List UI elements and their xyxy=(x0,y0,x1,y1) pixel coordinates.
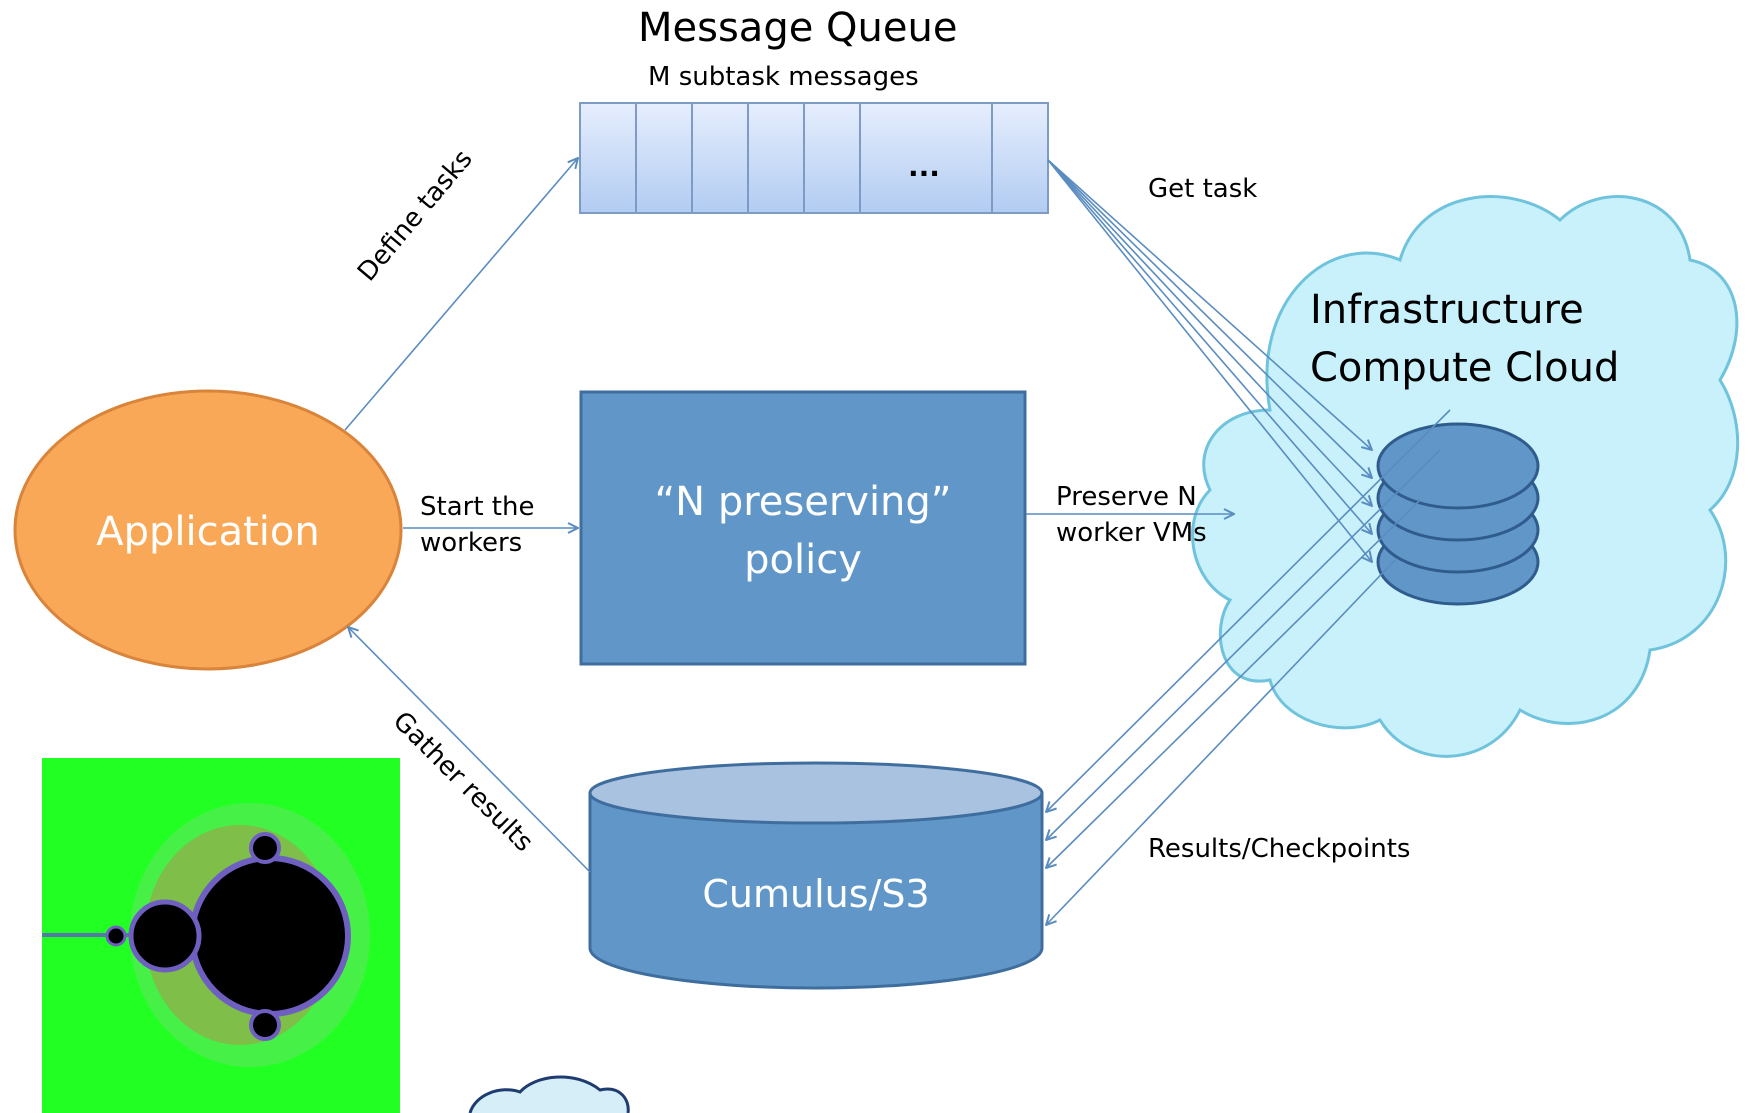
storage-label: Cumulus/S3 xyxy=(702,872,930,916)
application-node xyxy=(13,389,403,671)
gather-results-arrow xyxy=(348,627,591,873)
queue-title: Message Queue xyxy=(638,5,958,51)
storage-cylinder xyxy=(588,761,1044,990)
policy-label-line1: “N preserving” xyxy=(654,479,952,525)
policy-label-line2: policy xyxy=(744,537,862,583)
mandelbrot-image xyxy=(42,758,400,1113)
get-task-arrow xyxy=(1047,159,1372,534)
worker-vm-stack xyxy=(1376,422,1540,606)
cloud-label-line2: Compute Cloud xyxy=(1310,345,1620,391)
preserve-label-line1: Preserve N xyxy=(1056,482,1197,512)
cloud-label-line1: Infrastructure xyxy=(1310,287,1584,333)
results-arrow xyxy=(1046,559,1396,925)
results-arrow xyxy=(1046,499,1421,868)
get-task-label: Get task xyxy=(1148,174,1258,204)
get-task-arrow xyxy=(1047,159,1372,478)
application-label: Application xyxy=(96,509,320,555)
get-task-arrow xyxy=(1047,159,1372,506)
queue-subtitle: M subtask messages xyxy=(648,62,919,92)
preserve-label-line2: worker VMs xyxy=(1056,518,1207,548)
queue-ellipsis: ... xyxy=(908,150,940,183)
define-tasks-arrow xyxy=(344,158,578,431)
results-arrow xyxy=(1046,449,1441,840)
start-workers-label-line2: workers xyxy=(420,528,523,558)
small-cloud-icon xyxy=(468,1075,630,1113)
results-arrow xyxy=(1046,409,1451,812)
get-task-arrow xyxy=(1047,159,1372,562)
start-workers-label-line1: Start the xyxy=(420,492,535,522)
message-queue-cells xyxy=(579,102,1049,214)
results-checkpoints-label: Results/Checkpoints xyxy=(1148,834,1411,864)
get-task-arrow xyxy=(1047,159,1372,450)
policy-box xyxy=(579,390,1027,666)
